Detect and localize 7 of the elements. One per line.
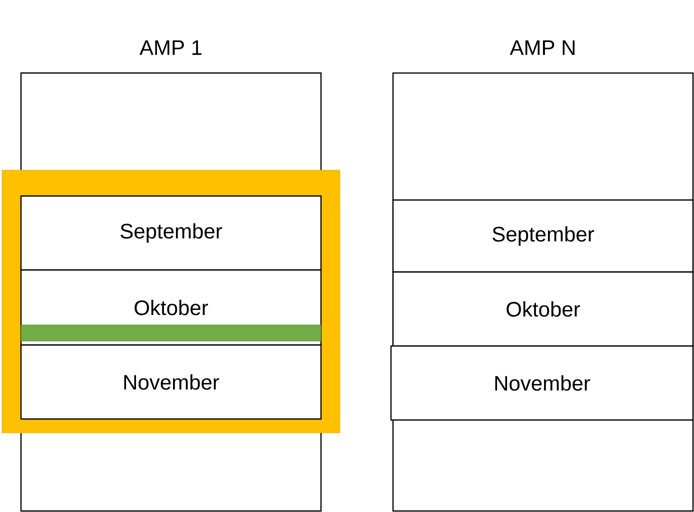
- node-label: AMP 1: [140, 40, 202, 55]
- month-box: Oktober: [392, 271, 694, 347]
- node-label: AMP N: [510, 40, 575, 55]
- month-box: September: [20, 195, 322, 271]
- month-box: November: [390, 345, 694, 421]
- month-box: September: [392, 199, 694, 273]
- month-box: November: [20, 344, 322, 420]
